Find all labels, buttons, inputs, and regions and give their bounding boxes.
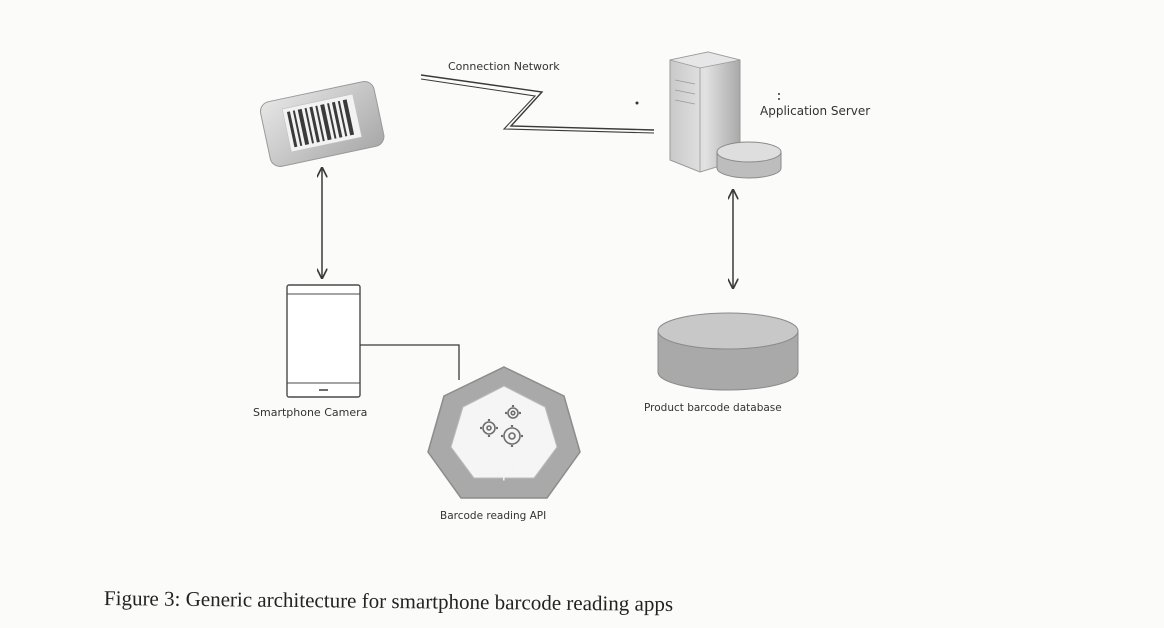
barcode-reading-api-label: Barcode reading API <box>440 510 547 522</box>
stray-dot <box>778 93 780 95</box>
server-disk-icon <box>716 141 782 179</box>
stray-dot <box>635 101 639 105</box>
api-gears-icon <box>427 366 581 499</box>
stray-dot <box>778 98 780 100</box>
api-badge-text: api <box>492 462 516 481</box>
connector-phone-api <box>360 344 460 380</box>
smartphone-icon <box>286 284 361 398</box>
smartphone-camera-label: Smartphone Camera <box>253 406 368 419</box>
barcode-card-icon <box>259 81 385 167</box>
lightning-link-icon <box>420 74 655 131</box>
connection-network-label: Connection Network <box>448 60 560 73</box>
product-barcode-database-label: Product barcode database <box>644 402 782 414</box>
application-server-label: Application Server <box>760 104 871 118</box>
database-cylinder-icon <box>657 312 799 391</box>
